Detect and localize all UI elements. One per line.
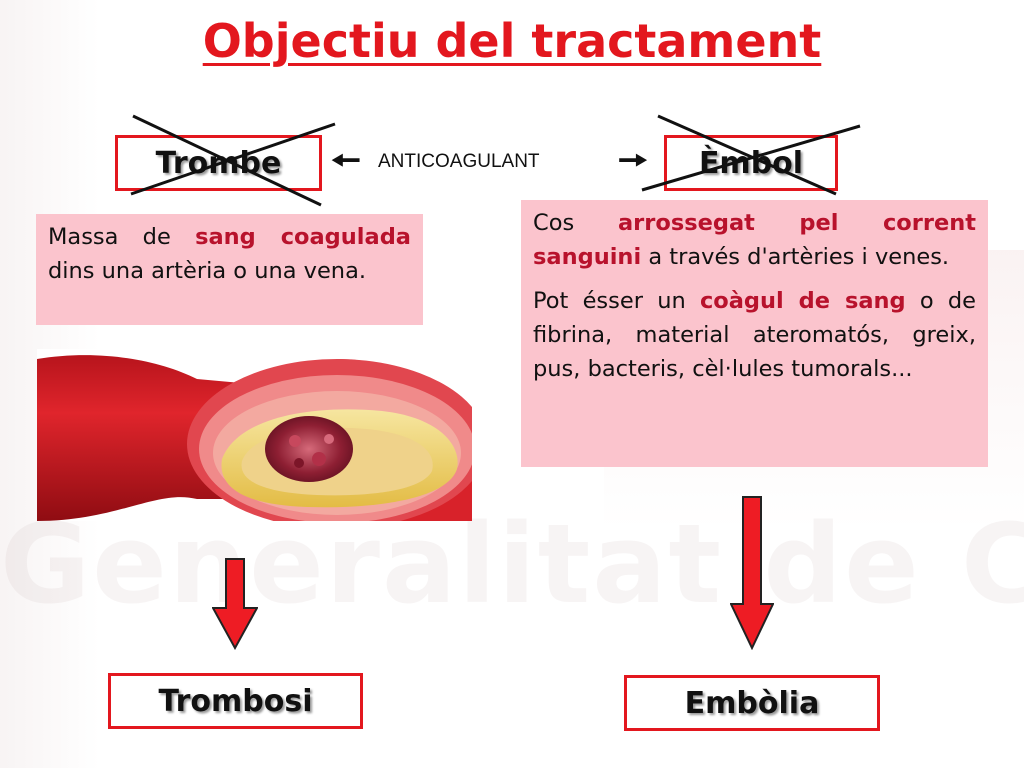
trombe-desc-text-2: dins una artèria o una vena. bbox=[48, 258, 367, 284]
embol-desc-paragraph-2: Pot ésser un coàgul de sang o de fibrina… bbox=[533, 284, 976, 386]
cross-out-icon bbox=[130, 114, 336, 207]
anticoagulant-label: ANTICOAGULANT bbox=[378, 151, 540, 172]
embol-label: Èmbol bbox=[698, 145, 804, 181]
blood-vessel-illustration bbox=[37, 349, 472, 521]
trombe-description: Massa de sang coagulada dins una artèria… bbox=[36, 214, 423, 325]
embol-desc-text: Pot ésser un bbox=[533, 288, 700, 314]
page-title: Objectiu del tractament bbox=[202, 14, 822, 68]
embol-description: Cos arrossegat pel corrent sanguini a tr… bbox=[521, 200, 988, 467]
trombosi-label: Trombosi bbox=[158, 683, 313, 719]
trombe-desc-text-1: Massa de bbox=[48, 224, 196, 250]
embol-desc-highlight: coàgul de sang bbox=[699, 288, 906, 314]
trombe-desc-highlight: sang coagulada bbox=[195, 224, 411, 250]
arrow-down-icon bbox=[212, 558, 258, 650]
trombosi-box: Trombosi bbox=[108, 673, 363, 729]
embolia-box: Embòlia bbox=[624, 675, 880, 731]
embol-desc-text: Cos bbox=[533, 210, 618, 236]
cross-out-icon bbox=[641, 114, 861, 196]
embol-desc-highlight: arrossegat pel corrent sanguini bbox=[533, 210, 976, 270]
embol-desc-text: a través d'artèries i venes. bbox=[641, 244, 950, 270]
embol-desc-paragraph-1: Cos arrossegat pel corrent sanguini a tr… bbox=[533, 206, 976, 274]
arrow-down-icon bbox=[730, 496, 774, 650]
arrow-left-icon: 🠔 bbox=[331, 141, 361, 181]
embolia-label: Embòlia bbox=[684, 685, 820, 721]
arrow-right-icon: 🠖 bbox=[618, 141, 648, 181]
embol-desc-text: o de fibrina, material ateromatós, greix… bbox=[533, 288, 977, 382]
trombe-box: Trombe bbox=[115, 135, 322, 191]
